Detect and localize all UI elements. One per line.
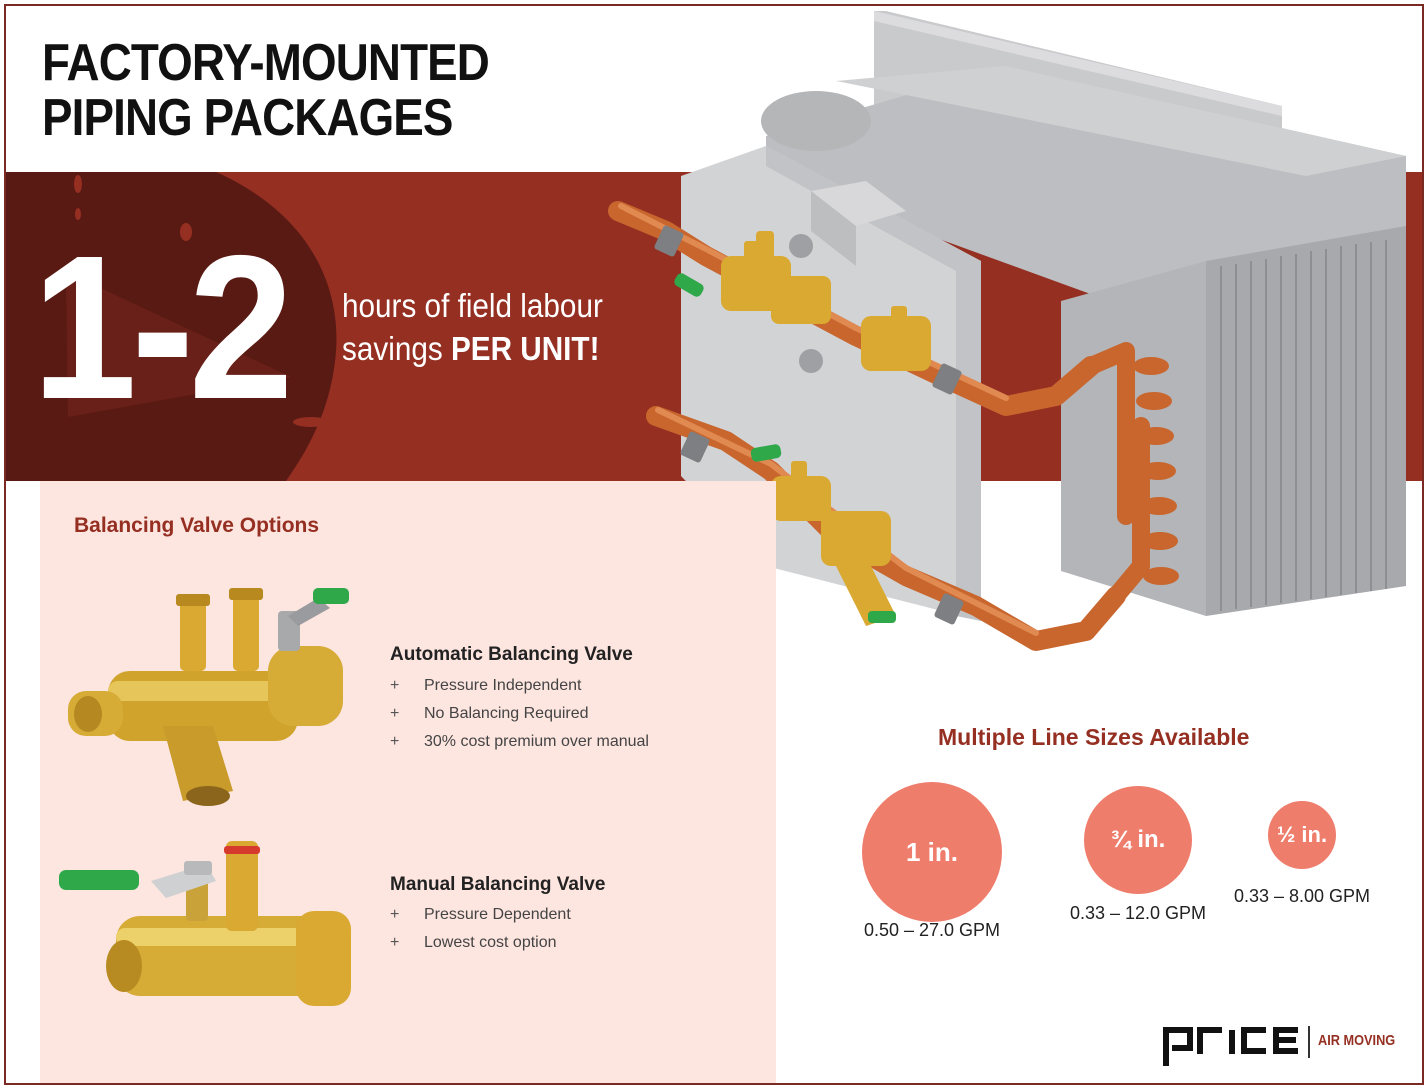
- savings-line-2: savings PER UNIT!: [342, 327, 603, 370]
- size-range-half-in: 0.33 – 8.00 GPM: [1233, 886, 1371, 906]
- feature-text: Pressure Independent: [424, 677, 582, 694]
- page-title: FACTORY-MOUNTED PIPING PACKAGES: [42, 34, 490, 147]
- automatic-valve-features: + Pressure Independent + No Balancing Requ…: [390, 672, 649, 756]
- automatic-valve-title: Automatic Balancing Valve: [390, 644, 633, 665]
- savings-text: hours of field labour savings PER UNIT!: [342, 284, 603, 370]
- hours-saved-number: 1-2: [32, 213, 294, 442]
- size-range-three-quarter-in: 0.33 – 12.0 GPM: [1069, 903, 1207, 923]
- list-item: +30% cost premium over manual: [390, 728, 649, 756]
- price-logo: price: [1162, 1023, 1298, 1066]
- size-circle-three-quarter-in: ¾ in.: [1084, 786, 1192, 894]
- line-sizes-heading: Multiple Line Sizes Available: [938, 724, 1250, 750]
- title-line-2: PIPING PACKAGES: [42, 89, 453, 147]
- list-item: + No Balancing Required: [390, 700, 649, 728]
- size-label: ¾ in.: [1110, 826, 1166, 853]
- plus-icon: +: [390, 906, 400, 923]
- infographic-frame: FACTORY-MOUNTED PIPING PACKAGES 1-2 hour…: [4, 4, 1424, 1085]
- plus-icon: +: [390, 677, 400, 694]
- savings-line-1: hours of field labour: [342, 287, 603, 324]
- feature-text: Pressure Dependent: [424, 906, 571, 923]
- manual-valve-title: Manual Balancing Valve: [390, 874, 606, 895]
- size-range-1-in: 0.50 – 27.0 GPM: [863, 920, 1001, 940]
- size-circle-1-in: 1 in.: [862, 782, 1002, 922]
- manual-balancing-valve-image: [59, 841, 351, 1006]
- manual-valve-features: + Pressure Dependent + Lowest cost option: [390, 901, 571, 957]
- logo-text: price: [1162, 1023, 1165, 1025]
- feature-text: No Balancing Required: [424, 705, 589, 722]
- per-unit-emphasis: PER UNIT!: [450, 330, 600, 367]
- size-circle-half-in: ½ in.: [1268, 801, 1336, 869]
- automatic-balancing-valve-image: [68, 588, 349, 806]
- balancing-valve-heading: Balancing Valve Options: [74, 514, 320, 537]
- feature-text: 30% cost premium over manual: [424, 733, 649, 750]
- feature-text: Lowest cost option: [424, 934, 557, 951]
- savings-line-2-prefix: savings: [342, 330, 451, 367]
- banner-dark-accent: [6, 172, 386, 481]
- fan-coil-unit-illustration: [608, 11, 1406, 651]
- plus-icon: +: [390, 733, 400, 750]
- list-item: + Pressure Dependent: [390, 901, 571, 929]
- list-item: + Pressure Independent: [390, 672, 649, 700]
- plus-icon: +: [390, 705, 400, 722]
- air-moving-label: AIR MOVING: [1318, 1032, 1396, 1049]
- title-line-1: FACTORY-MOUNTED: [42, 34, 490, 92]
- plus-icon: +: [390, 934, 400, 951]
- size-label: ½ in.: [1276, 822, 1328, 847]
- logo-divider: [1308, 1026, 1310, 1058]
- size-label: 1 in.: [905, 836, 958, 867]
- list-item: + Lowest cost option: [390, 929, 571, 957]
